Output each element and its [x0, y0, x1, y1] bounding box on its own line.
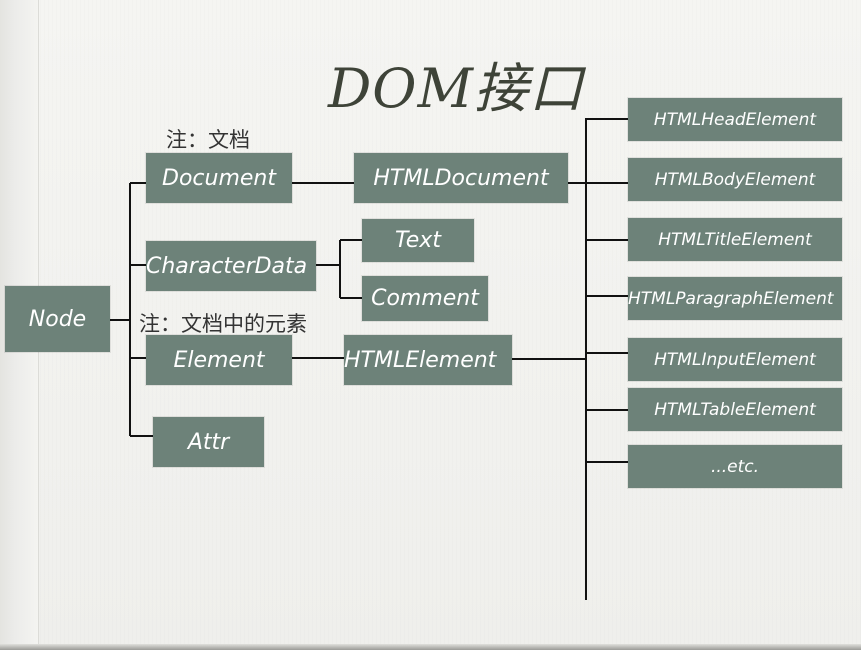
- character-data-box: CharacterData: [146, 241, 316, 291]
- html-element-box: HTMLElement: [344, 335, 512, 385]
- node-box: Node: [5, 286, 110, 352]
- etc-box: ...etc.: [628, 445, 842, 488]
- html-document-box: HTMLDocument: [354, 153, 568, 203]
- document-note: 注：文档: [166, 128, 250, 152]
- html-input-element-box: HTMLInputElement: [628, 338, 842, 381]
- diagram-title: DOM接口: [328, 57, 584, 120]
- page-edge-bottom: [0, 644, 861, 650]
- comment-box: Comment: [362, 276, 488, 321]
- element-note: 注：文档中的元素: [139, 312, 307, 336]
- html-body-element-box: HTMLBodyElement: [628, 158, 842, 201]
- text-box: Text: [362, 219, 474, 262]
- document-box: Document: [146, 153, 292, 203]
- attr-box: Attr: [153, 417, 264, 467]
- html-table-element-box: HTMLTableElement: [628, 388, 842, 431]
- element-box: Element: [146, 335, 292, 385]
- html-head-element-box: HTMLHeadElement: [628, 98, 842, 141]
- html-title-element-box: HTMLTitleElement: [628, 218, 842, 261]
- html-paragraph-element-box: HTMLParagraphElement: [628, 277, 842, 320]
